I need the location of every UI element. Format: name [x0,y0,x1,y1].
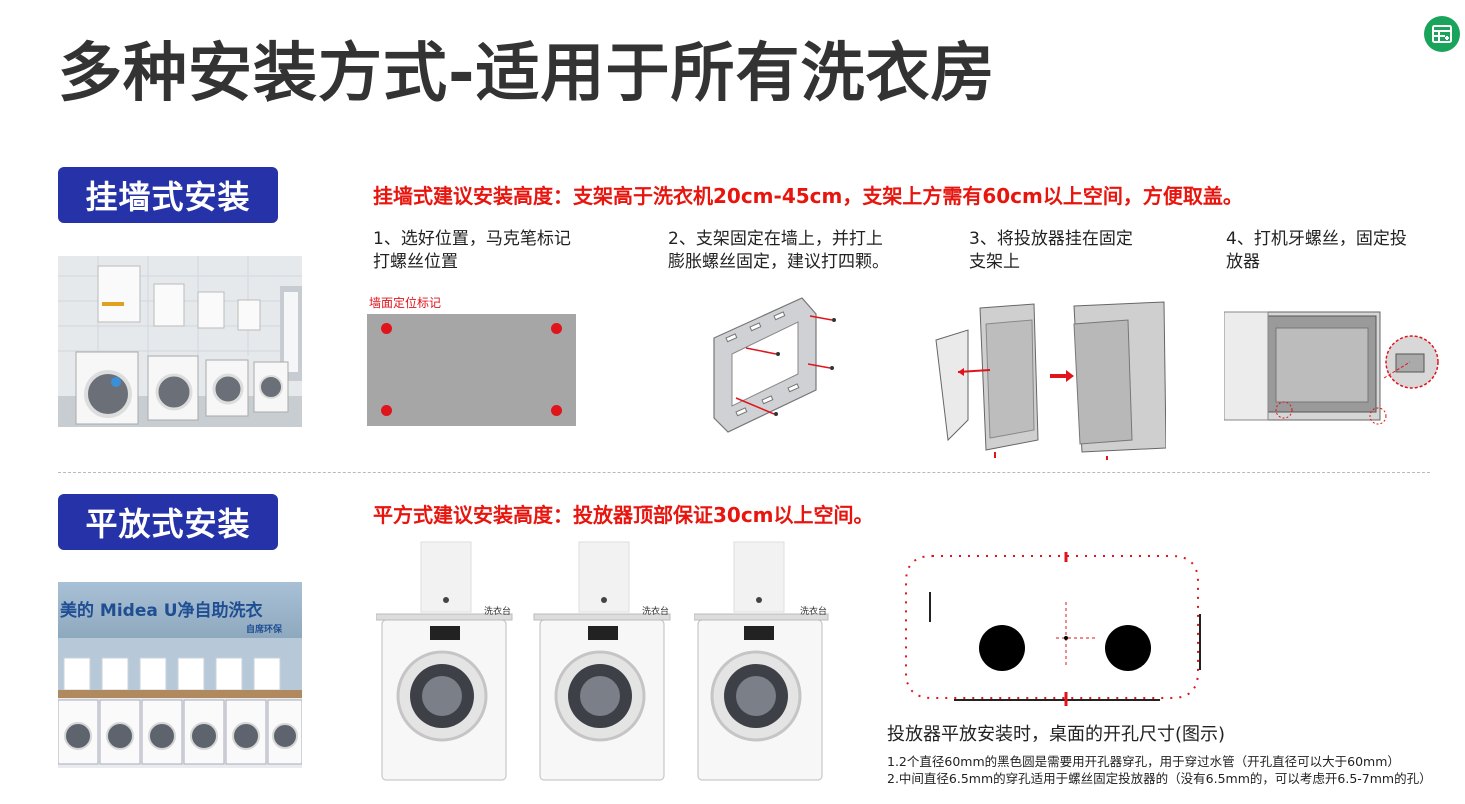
wall-laundry-photo [58,256,302,427]
wall-mark-diagram [367,314,576,426]
wall-mount-note: 挂墙式建议安装高度：支架高于洗衣机20cm-45cm，支架上方需有60cm以上空… [373,184,1243,208]
counter-label: 洗衣台 [484,607,512,617]
page-title: 多种安装方式-适用于所有洗衣房 [58,37,996,111]
mark-dot [381,323,392,334]
hole-note-1: 1.2个直径60mm的黑色圆是需要用开孔器穿孔，用于穿过水管（开孔直径可以大于6… [887,754,1400,769]
wall-step-4: 4、打机牙螺丝，固定投放器 [1226,229,1407,272]
counter-label: 洗衣台 [800,607,828,617]
wall-step-3: 3、将投放器挂在固定支架上 [969,229,1133,272]
mark-dot [551,405,562,416]
mark-dot [381,405,392,416]
section-divider [58,472,1430,473]
hang-dispenser-illustration [934,300,1167,460]
wall-step-1: 1、选好位置，马克笔标记打螺丝位置 [373,229,571,272]
spreadsheet-icon[interactable] [1424,16,1460,52]
wall-mount-badge: 挂墙式安装 [58,167,278,223]
hole-size-title: 投放器平放安装时，桌面的开孔尺寸(图示) [887,724,1226,745]
store-sign: 美的 Midea U净自助洗衣 [60,601,263,621]
flat-mount-note: 平方式建议安装高度：投放器顶部保证30cm以上空间。 [373,503,874,527]
midea-store-photo: 美的 Midea U净自助洗衣 自席环保 [58,582,302,768]
mark-dot [551,323,562,334]
screw-fixing-illustration [1223,306,1440,430]
store-sign-sub: 自席环保 [246,625,283,635]
wall-step-2: 2、支架固定在墙上，并打上膨胀螺丝固定，建议打四颗。 [668,229,889,272]
flat-mount-badge: 平放式安装 [58,494,278,550]
counter-label: 洗衣台 [642,607,670,617]
hole-note-2: 2.中间直径6.5mm的穿孔适用于螺丝固定投放器的（没有6.5mm的，可以考虑开… [887,771,1432,786]
bracket-illustration [706,294,848,438]
washer-with-dispenser [693,540,834,784]
hole-size-diagram [884,542,1204,708]
wall-mark-label: 墙面定位标记 [369,296,442,310]
washers-with-dispensers [375,540,676,784]
